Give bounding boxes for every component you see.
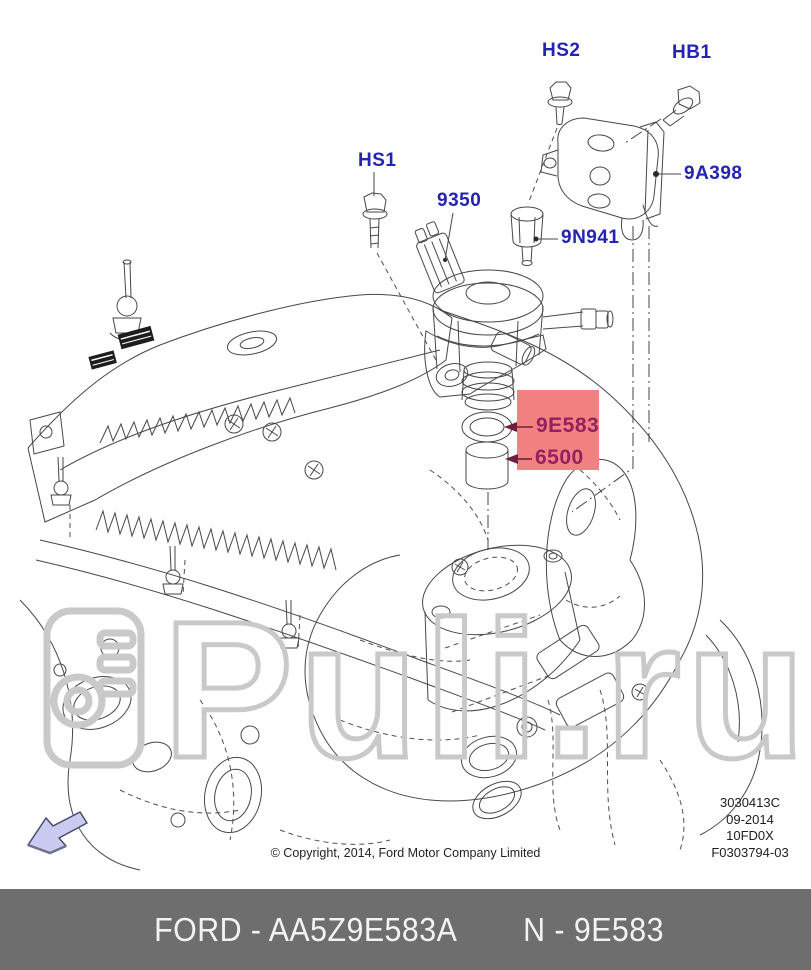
callout-9n941: 9N941 (561, 227, 620, 248)
ref-line: 09-2014 (726, 811, 774, 827)
callout-9350: 9350 (437, 190, 482, 211)
drawing-reference-block: 3030413C 09-2014 10FD0X F0303794-03 (693, 795, 807, 861)
spacer-bushing-drawing (465, 441, 509, 490)
callout-hs1: HS1 (358, 150, 397, 171)
highlight-box (517, 390, 599, 470)
ref-line: F0303794-03 (711, 844, 789, 860)
watermark-text: Puli.ru (163, 581, 811, 799)
bolt-hb1-drawing (662, 85, 701, 127)
ref-line: 3030413C (720, 795, 780, 810)
footer-part-number-bar: FORD - AA5Z9E583A N - 9E583 (0, 889, 811, 970)
callout-hb1: HB1 (672, 42, 712, 63)
leader-lines (443, 171, 681, 464)
copyright-text: © Copyright, 2014, Ford Motor Company Li… (270, 846, 541, 860)
centerlines (376, 118, 662, 550)
fuel-pump-drawing (414, 221, 614, 411)
bolt-hs2-drawing (547, 81, 573, 125)
callout-hs2: HS2 (542, 40, 581, 61)
valve-cover-drawing (27, 259, 453, 523)
watermark: Puli.ru (43, 579, 811, 802)
callout-6500: 6500 (535, 446, 584, 469)
footer-catalog-ref: N - 9E583 (522, 910, 664, 948)
footer-brand-part: FORD - AA5Z9E583A (154, 910, 458, 948)
cam-carrier-drawing (35, 456, 561, 731)
engine-block-drawing (19, 309, 763, 871)
direction-arrow-icon (27, 811, 88, 855)
bolt-hs1-drawing (362, 172, 388, 249)
cover-barcode-labels (88, 325, 155, 370)
callout-9a398: 9A398 (684, 163, 743, 184)
ref-line: 10FD0X (726, 828, 774, 843)
nut-drawing (510, 206, 544, 266)
puli-logo-icon (43, 607, 145, 769)
bracket-drawing (540, 117, 665, 241)
callout-9e583: 9E583 (536, 414, 600, 437)
